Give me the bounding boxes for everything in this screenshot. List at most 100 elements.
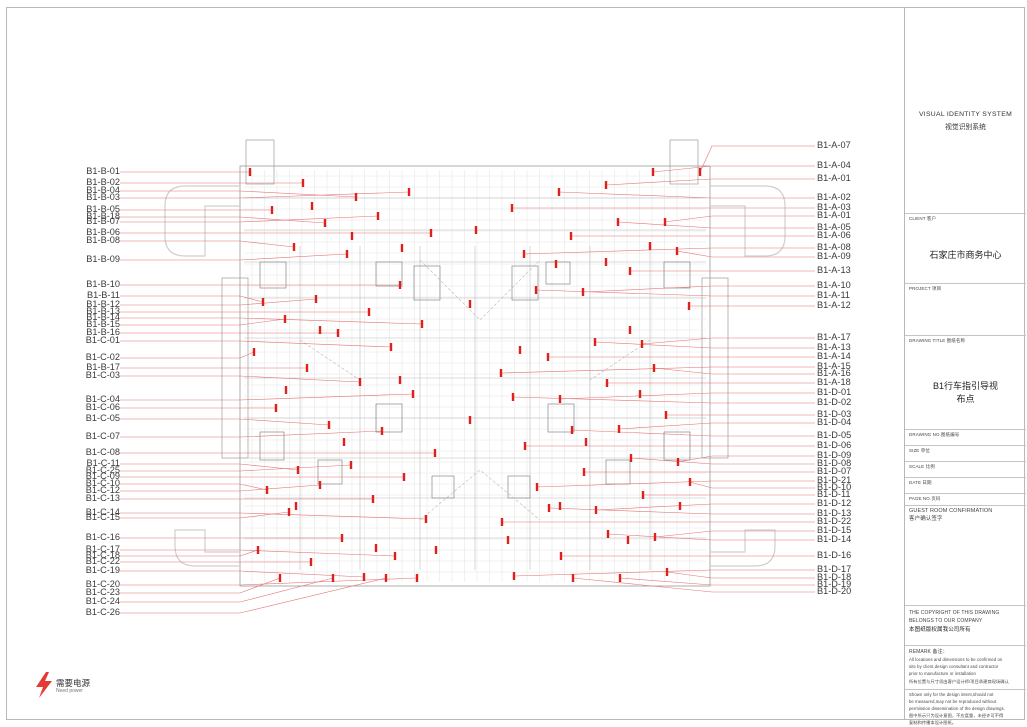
drawing-title-line1: B1行车指引导视 (932, 381, 998, 391)
system-name-cn: 视觉识别系统 (945, 124, 986, 131)
sign-marker (261, 298, 265, 306)
leader-line (120, 418, 330, 426)
sign-label-left: B1-B-08 (86, 235, 120, 245)
leader-line (513, 569, 815, 577)
sign-marker (424, 515, 428, 523)
legend-subtitle: Need power (56, 688, 83, 694)
sign-marker (628, 267, 632, 275)
sign-label-right: B1-D-20 (817, 586, 852, 596)
leader-line (120, 240, 295, 248)
sign-marker (296, 466, 300, 474)
leader-line (652, 165, 815, 173)
leader-line (120, 298, 317, 306)
ramp-se (710, 529, 776, 567)
sign-marker (350, 232, 354, 240)
sign-marker (653, 533, 657, 541)
sign-marker (468, 416, 472, 424)
sign-marker (411, 390, 415, 398)
sign-label-left: B1-C-24 (85, 596, 120, 606)
sign-label-left: B1-B-13 (86, 306, 120, 316)
sign-marker (510, 204, 514, 212)
sign-label-left: B1-C-09 (85, 471, 120, 481)
note-en-1: Shown only for the design intent,should … (909, 692, 994, 697)
sign-marker (274, 404, 278, 412)
client-label: CLIENT 客户 (909, 216, 937, 221)
confirmation-cell: GUEST ROOM CONFIRMATION 客户确认签字 (905, 505, 1026, 605)
sign-marker (535, 483, 539, 491)
sign-label-right: B1-D-01 (817, 387, 852, 397)
core-block (431, 475, 455, 499)
sign-label-left: B1-C-15 (85, 512, 120, 522)
sign-marker (663, 218, 667, 226)
leader-line (536, 480, 815, 488)
sign-marker (558, 395, 562, 403)
leader-line (664, 215, 815, 223)
note-cell: Shown only for the design intent,should … (905, 689, 1026, 725)
leader-line (120, 549, 259, 557)
ramp-sw (174, 529, 240, 567)
leader-line (120, 253, 348, 261)
copyright-cn: 本图纸版权属我公司所有 (909, 627, 971, 633)
sign-marker (398, 376, 402, 384)
sign-label-left: B1-B-02 (86, 177, 120, 187)
sign-marker (345, 250, 349, 258)
note-en-3: permission dissemination of the design d… (909, 706, 1006, 711)
sign-marker (640, 340, 644, 348)
sign-marker (676, 458, 680, 466)
sign-label-right: B1-D-18 (817, 572, 852, 582)
sign-label-right: B1-D-02 (817, 397, 852, 407)
sign-marker (283, 315, 287, 323)
sign-label-left: B1-C-08 (85, 447, 120, 457)
drawing-no-cell: DRAWING NO.图纸编号 (905, 429, 1026, 445)
remark-en-1: All locations and dimensions to be confi… (909, 657, 1003, 662)
sign-marker (506, 536, 510, 544)
sign-marker (318, 481, 322, 489)
leader-line (120, 375, 361, 383)
sign-marker (678, 502, 682, 510)
sign-label-left: B1-C-07 (85, 431, 120, 441)
core-block (375, 403, 403, 433)
leader-line (120, 570, 365, 578)
sign-label-left: B1-C-14 (85, 507, 120, 517)
client-cell: CLIENT 客户 石家庄市商务中心 (905, 213, 1026, 283)
sign-marker (433, 449, 437, 457)
sign-label-left: B1-B-11 (86, 290, 120, 300)
sign-label-right: B1-D-05 (817, 430, 852, 440)
sign-marker (336, 329, 340, 337)
stair-tower-nw (245, 139, 275, 185)
leader-line (605, 178, 815, 186)
sign-marker (651, 168, 655, 176)
sign-label-left: B1-C-03 (85, 370, 120, 380)
sign-label-right: B1-A-10 (817, 280, 851, 290)
sign-marker (371, 495, 375, 503)
sign-marker (342, 438, 346, 446)
sign-marker (652, 364, 656, 372)
leader-line (120, 318, 286, 326)
sign-marker (638, 390, 642, 398)
drawing-no-label: DRAWING NO.图纸编号 (909, 432, 960, 437)
sign-marker (665, 568, 669, 576)
sign-label-right: B1-D-11 (817, 489, 851, 499)
copyright-en-2: BELONGS TO OUR COMPANY (909, 618, 983, 624)
project-cell: PROJECT 项目 (905, 283, 1026, 335)
sign-label-left: B1-B-07 (86, 216, 120, 226)
sign-label-right: B1-A-09 (817, 251, 851, 261)
project-label: PROJECT 项目 (909, 286, 942, 291)
sign-marker (310, 202, 314, 210)
sign-label-left: B1-B-15 (86, 319, 120, 329)
sign-marker (593, 338, 597, 346)
sign-label-right: B1-D-10 (817, 482, 852, 492)
sign-label-left: B1-C-10 (85, 478, 120, 488)
leader-line (689, 481, 815, 489)
leader-line (535, 289, 815, 297)
sign-marker (546, 353, 550, 361)
sign-marker (415, 574, 419, 582)
leader-line (607, 533, 815, 541)
sign-label-left: B1-B-14 (86, 312, 120, 322)
sign-point-markers (248, 168, 702, 582)
sign-marker (349, 461, 353, 469)
sign-marker (287, 508, 291, 516)
sign-label-left: B1-B-18 (86, 211, 120, 221)
drawing-title-cell: DRAWING TITLE 图纸名称 B1行车指引导视 布点 (905, 335, 1026, 429)
sign-marker (284, 386, 288, 394)
